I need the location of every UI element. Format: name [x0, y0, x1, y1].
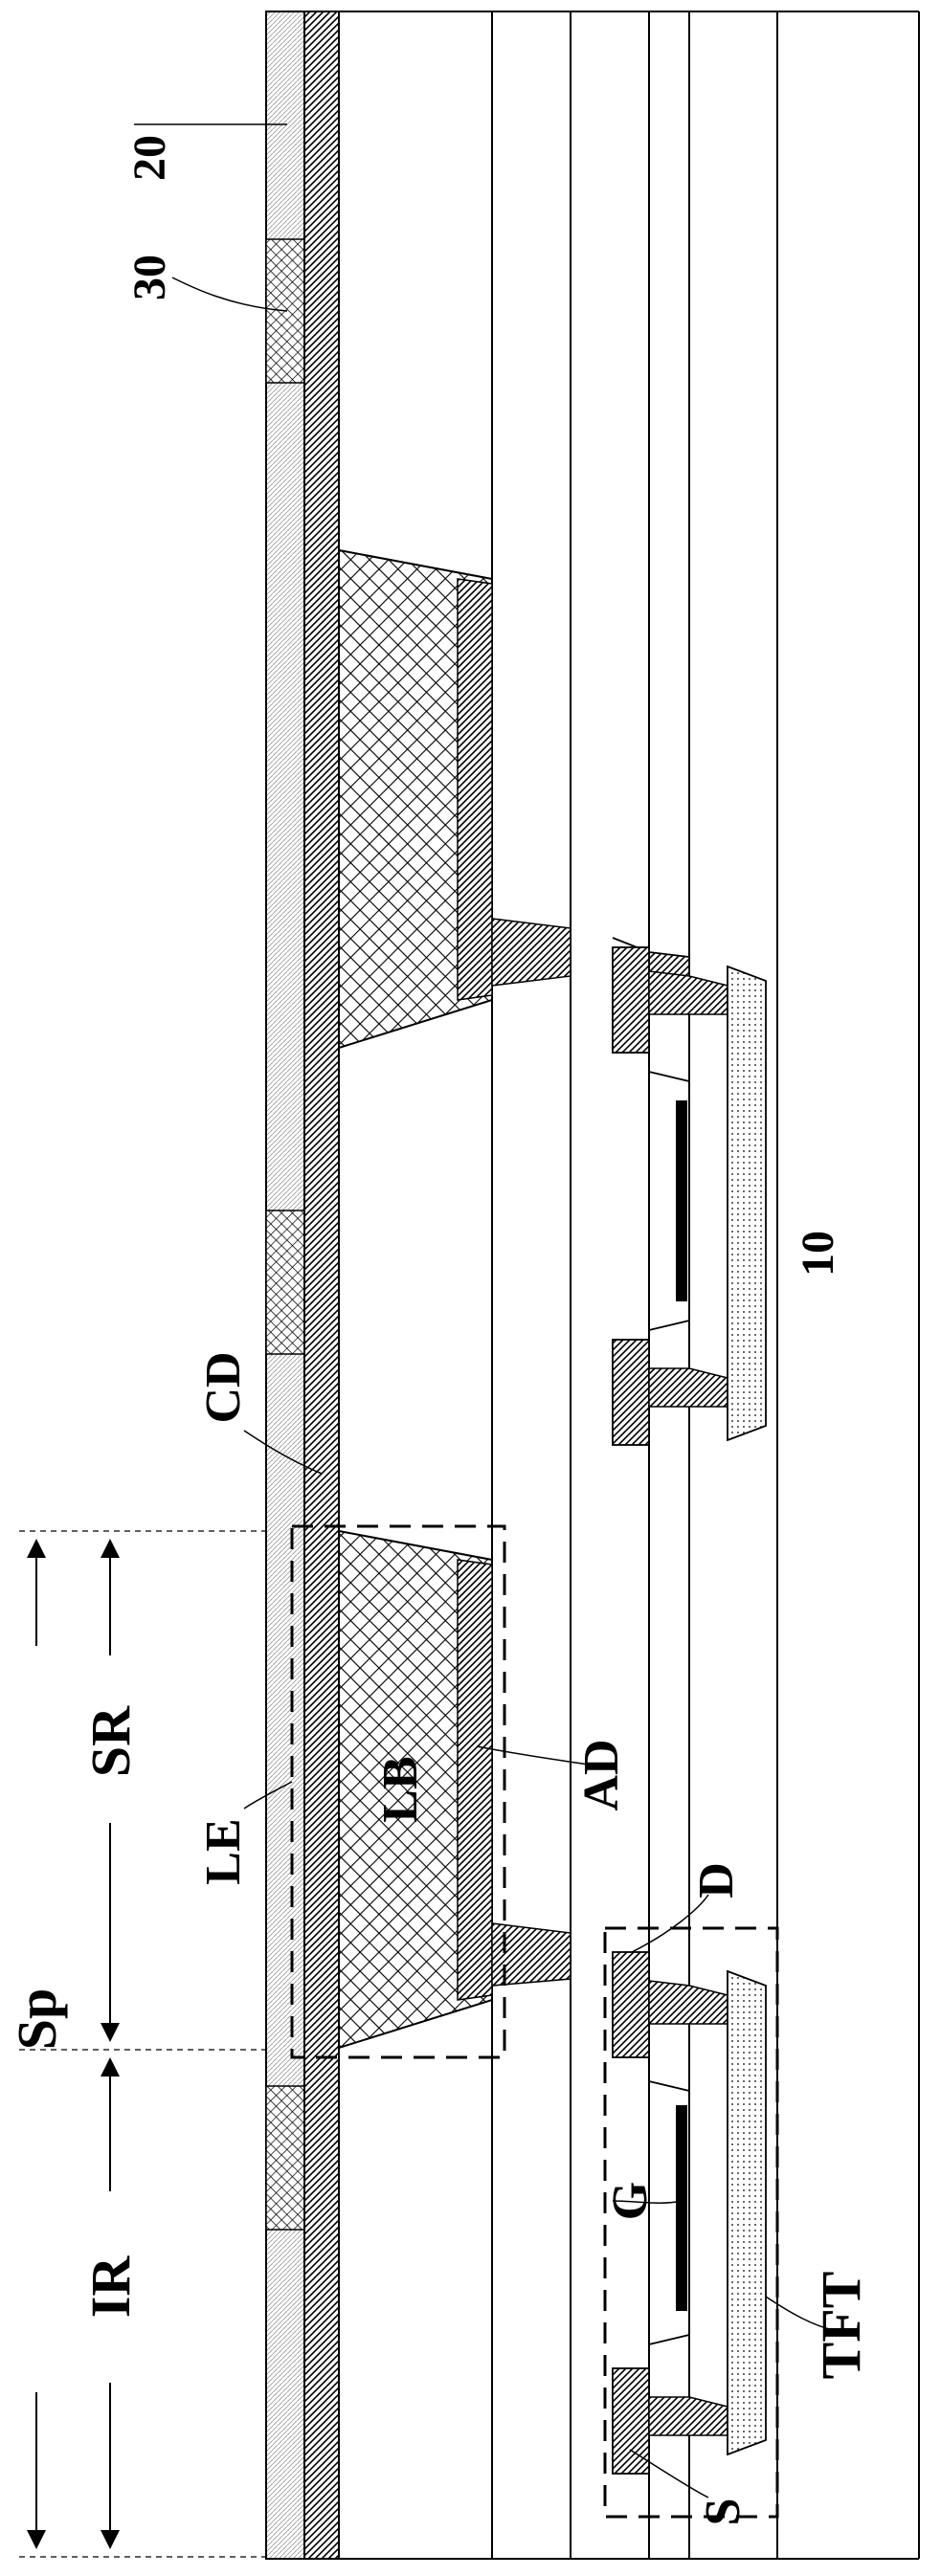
label-cd: CD: [196, 1351, 251, 1423]
label-ir: IR: [79, 2255, 142, 2319]
leader-d: [632, 1895, 708, 1952]
label-s: S: [696, 2498, 751, 2526]
label-le: LE: [196, 1818, 251, 1884]
label-ad: AD: [574, 1739, 629, 1810]
anode-upper: [458, 579, 492, 1000]
upper-layer: [339, 11, 492, 2559]
anode-lower: [458, 1560, 492, 2000]
source-foot-lower: [649, 2397, 728, 2435]
via-upper: [492, 919, 571, 986]
drain-head-lower: [613, 1952, 649, 2057]
label-d: D: [689, 1862, 744, 1899]
drain-head-upper: [613, 947, 649, 1053]
source-foot-upper: [649, 1368, 728, 1407]
source-head-upper: [613, 1340, 649, 1445]
label-30: 30: [124, 255, 175, 300]
label-sp: Sp: [6, 1988, 68, 2051]
label-20: 20: [124, 135, 175, 181]
drain-foot-lower: [649, 1981, 728, 2024]
black-matrix-block: [266, 2086, 304, 2230]
label-10: 10: [793, 1231, 843, 1277]
label-lb: LB: [373, 1756, 428, 1822]
active-layer-lower: [728, 1971, 766, 2454]
active-layer-upper: [728, 966, 766, 1440]
label-tft: TFT: [810, 2272, 872, 2380]
label-g: G: [603, 2182, 658, 2220]
gate-electrode-lower: [676, 2105, 687, 2311]
label-sr: SR: [79, 1705, 142, 1777]
gate-electrode-upper: [676, 1100, 687, 1301]
drain-foot-upper: [649, 971, 728, 1014]
cathode-layer: [304, 11, 339, 2559]
black-matrix-block: [266, 1210, 304, 1354]
